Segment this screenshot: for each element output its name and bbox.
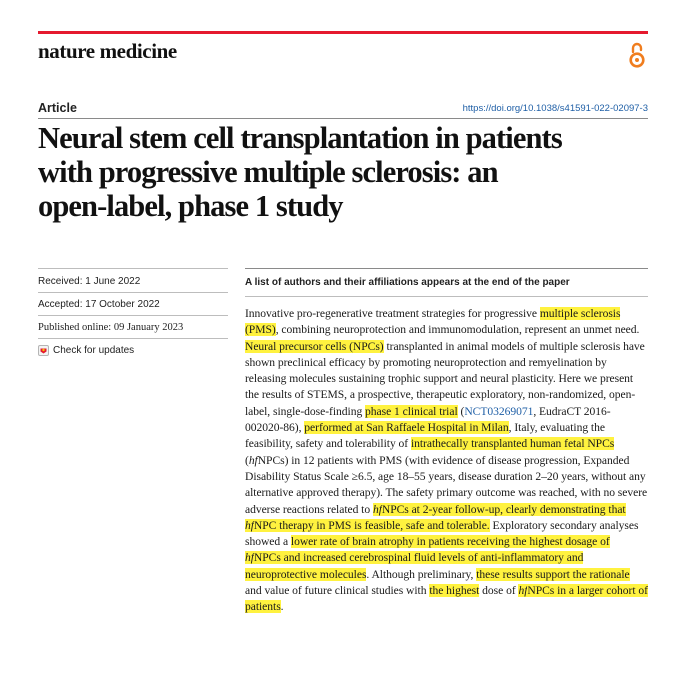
article-title: Neural stem cell transplantation in pati… [38,121,648,223]
meta-divider [38,315,228,316]
highlighted-segment: NPC therapy in PMS is feasible, safe and… [253,518,490,532]
authors-note: A list of authors and their affiliations… [245,277,570,288]
abstract-segment: NPCs) in 12 patients with PMS (with evid… [245,453,648,516]
check-for-updates-icon [38,345,49,356]
highlighted-segment: performed at San Raffaele Hospital in Mi… [304,421,509,435]
accepted-date: Accepted: 17 October 2022 [38,299,160,310]
check-for-updates-label: Check for updates [53,345,135,356]
highlighted-italic: hf [245,518,254,532]
meta-divider [38,268,228,269]
highlighted-segment: lower rate of brain atrophy in patients … [290,535,610,549]
abstract-segment: , combining neuroprotection and immunomo… [275,323,640,337]
highlighted-segment: the highest [429,584,480,598]
abstract-segment: , Italy, evaluating the feasibility, saf… [245,421,605,451]
abstract-segment: and value of future clinical studies wit… [245,584,430,598]
title-line: with progressive multiple sclerosis: an [38,155,499,189]
journal-accent-bar [38,31,648,34]
abstract-italic: hf [248,453,258,467]
article-type: Article [38,101,77,115]
highlighted-italic: hf [518,584,528,598]
trial-registry-link[interactable]: NCT03269071 [464,404,534,418]
published-date: Published online: 09 January 2023 [38,322,184,333]
check-for-updates-button[interactable]: Check for updates [38,345,228,356]
meta-divider [38,338,228,339]
abstract-segment: Innovative pro-regenerative treatment st… [245,307,540,320]
highlighted-segment: Neural precursor cells (NPCs) [245,339,384,353]
highlighted-segment: phase 1 clinical trial [365,404,458,418]
abstract-segment: , EudraCT 2016-002020-86), [245,404,611,435]
header-divider [38,118,648,119]
highlighted-segment: NPCs at 2-year follow-up, clearly demons… [381,502,626,516]
highlighted-segment: intrathecally transplanted human fetal N… [410,437,615,451]
received-date: Received: 1 June 2022 [38,276,141,287]
abstract-divider [245,296,648,297]
abstract-segment: ( [245,453,249,467]
abstract-segment: . [280,600,284,614]
title-line: Neural stem cell transplantation in pati… [38,121,563,155]
abstract-segment: dose of [479,584,519,598]
abstract-segment: Exploratory secondary analyses showed a [245,518,639,549]
highlighted-italic: hf [245,551,254,565]
highlighted-italic: hf [372,502,382,516]
authors-divider [245,268,648,269]
title-line: open-label, phase 1 study [38,189,344,223]
meta-divider [38,292,228,293]
abstract-text: Innovative pro-regenerative treatment st… [245,306,648,616]
open-access-icon[interactable] [628,41,646,69]
abstract-segment: . Although preliminary, [366,567,477,581]
highlighted-segment: these results support the rationale [476,567,630,581]
abstract-segment: transplanted in animal models of multipl… [245,339,645,418]
doi-link[interactable]: https://doi.org/10.1038/s41591-022-02097… [462,103,648,114]
abstract-segment: ( [457,404,465,418]
journal-name[interactable]: nature medicine [38,39,177,63]
